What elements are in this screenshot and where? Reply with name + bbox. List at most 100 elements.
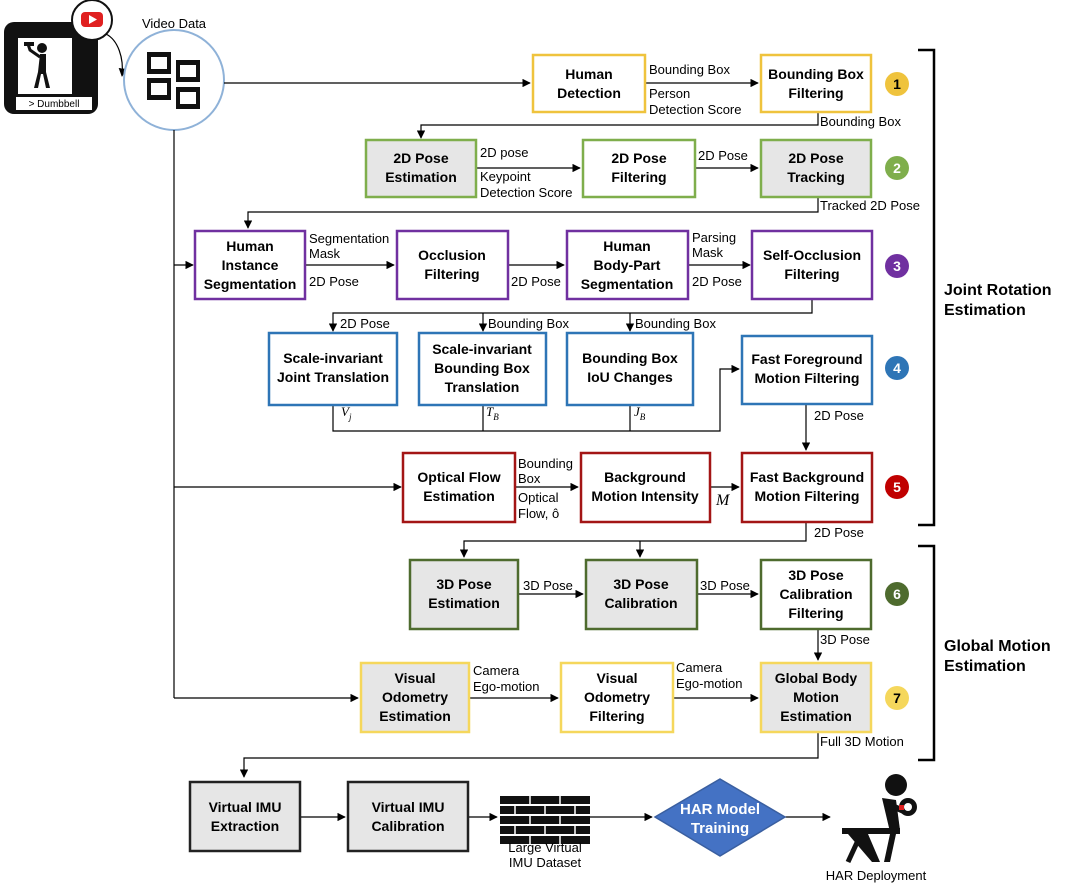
deployment-label: HAR Deployment (826, 868, 927, 883)
vo-filtering-box: Visual Odometry Filtering (559, 661, 675, 734)
global-motion-title: Estimation (944, 658, 1026, 675)
edge-label: Bounding Box (820, 114, 901, 129)
edge-label: 2D Pose (698, 148, 748, 163)
box-line: Human (565, 66, 612, 82)
bbox-translation-box: Scale-invariant Bounding Box Translation (417, 331, 548, 407)
connectors (173, 78, 831, 822)
box-line: Odometry (382, 689, 448, 705)
box-line: Motion Filtering (755, 370, 860, 386)
box-line: Fast Background (750, 469, 864, 485)
edge-label: Bounding Box (649, 62, 730, 77)
box-line: Global Body (775, 670, 858, 686)
box-line: Self-Occlusion (763, 247, 861, 263)
box-line: Filtering (589, 708, 644, 724)
pose2d-filtering-box: 2D Pose Filtering (581, 138, 697, 199)
edge-label: Bounding (518, 456, 573, 471)
step-badge-2: 2 (885, 156, 909, 180)
box-line: Estimation (428, 595, 500, 611)
svg-text:4: 4 (893, 360, 901, 376)
edge-label: Camera (473, 663, 520, 678)
box-line: Filtering (788, 85, 843, 101)
box-line: Bounding Box (582, 350, 678, 366)
svg-text:7: 7 (893, 690, 901, 706)
box-line: Instance (222, 257, 279, 273)
box-line: Estimation (423, 488, 495, 504)
box-line: Filtering (424, 266, 479, 282)
edge-label: Camera (676, 660, 723, 675)
box-line: Detection (557, 85, 621, 101)
joint-rotation-title: Estimation (944, 302, 1026, 319)
box-line: Calibration (371, 818, 444, 834)
edge-label: Keypoint (480, 169, 531, 184)
box-line: Joint Translation (277, 369, 389, 385)
dataset-label: IMU Dataset (509, 855, 582, 870)
step-badge-7: 7 (885, 686, 909, 710)
box-line: Calibration (779, 586, 852, 602)
joint-translation-box: Scale-invariant Joint Translation (267, 331, 399, 407)
seated-person-dumbbell-icon (842, 774, 917, 864)
edge-label: Full 3D Motion (820, 734, 904, 749)
edge-label: 2D Pose (814, 525, 864, 540)
box-line: Virtual IMU (209, 799, 282, 815)
box-line: Segmentation (204, 276, 297, 292)
bg-motion-intensity-box: Background Motion Intensity (579, 451, 712, 524)
svg-text:5: 5 (893, 479, 901, 495)
edge-label: Mask (309, 246, 341, 261)
m-label: M (715, 492, 731, 509)
box-line: 2D Pose (788, 150, 843, 166)
box-line: Visual (597, 670, 638, 686)
vo-estimation-box: Visual Odometry Estimation (359, 661, 471, 734)
global-body-motion-box: Global Body Motion Estimation (759, 661, 873, 734)
section-brackets (918, 48, 936, 762)
svg-text:3: 3 (893, 258, 901, 274)
box-line: Estimation (780, 708, 852, 724)
phone-label: > Dumbbell (29, 99, 80, 110)
box-line: Filtering (611, 169, 666, 185)
step-badge-5: 5 (885, 475, 909, 499)
edge-label: Ego-motion (473, 679, 539, 694)
edge-label: Bounding Box (635, 316, 716, 331)
fast-foreground-box: Fast Foreground Motion Filtering (740, 334, 874, 406)
bodypart-seg-box: Human Body-Part Segmentation (565, 229, 690, 301)
box-line: Scale-invariant (283, 350, 383, 366)
global-motion-title: Global Motion (944, 638, 1051, 655)
video-data-node (123, 29, 225, 131)
box-line: IoU Changes (587, 369, 673, 385)
edge-label: Person (649, 86, 690, 101)
box-line: 3D Pose (613, 576, 668, 592)
edge-label: Flow, ô (518, 506, 559, 521)
edge-label: Detection Score (480, 185, 573, 200)
box-line: Calibration (604, 595, 677, 611)
box-line: Occlusion (418, 247, 486, 263)
pose3d-calibration-box: 3D Pose Calibration (584, 558, 699, 631)
edge-label: Mask (692, 245, 724, 260)
joint-rotation-title: Joint Rotation (944, 282, 1052, 299)
human-instance-seg-box: Human Instance Segmentation (193, 229, 307, 301)
database-stack-icon (500, 796, 590, 844)
edge-label: Optical (518, 490, 559, 505)
dataset-label: Large Virtual (508, 840, 582, 855)
dumbbell-person-icon (24, 42, 50, 88)
video-data-label: Video Data (142, 16, 207, 31)
self-occlusion-box: Self-Occlusion Filtering (750, 229, 874, 301)
edge-label: Ego-motion (676, 676, 742, 691)
box-line: Estimation (379, 708, 451, 724)
box-line: Bounding Box (768, 66, 864, 82)
phone-source: > Dumbbell (4, 22, 98, 114)
box-line: Filtering (788, 605, 843, 621)
box-line: Segmentation (581, 276, 674, 292)
box-line: 2D Pose (393, 150, 448, 166)
edge-label: Detection Score (649, 102, 742, 117)
box-line: 3D Pose (788, 567, 843, 583)
edge-label: 2D Pose (309, 274, 359, 289)
step-badges: 1 2 3 4 5 6 7 (885, 72, 909, 710)
optical-flow-box: Optical Flow Estimation (401, 451, 517, 524)
box-line: Tracking (787, 169, 845, 185)
box-line: Motion Filtering (755, 488, 860, 504)
pose3d-calib-filtering-box: 3D Pose Calibration Filtering (759, 558, 873, 631)
box-line: Filtering (784, 266, 839, 282)
box-line: Extraction (211, 818, 279, 834)
box-line: Optical Flow (417, 469, 500, 485)
edge-label: Parsing (692, 230, 736, 245)
box-line: 2D Pose (611, 150, 666, 166)
